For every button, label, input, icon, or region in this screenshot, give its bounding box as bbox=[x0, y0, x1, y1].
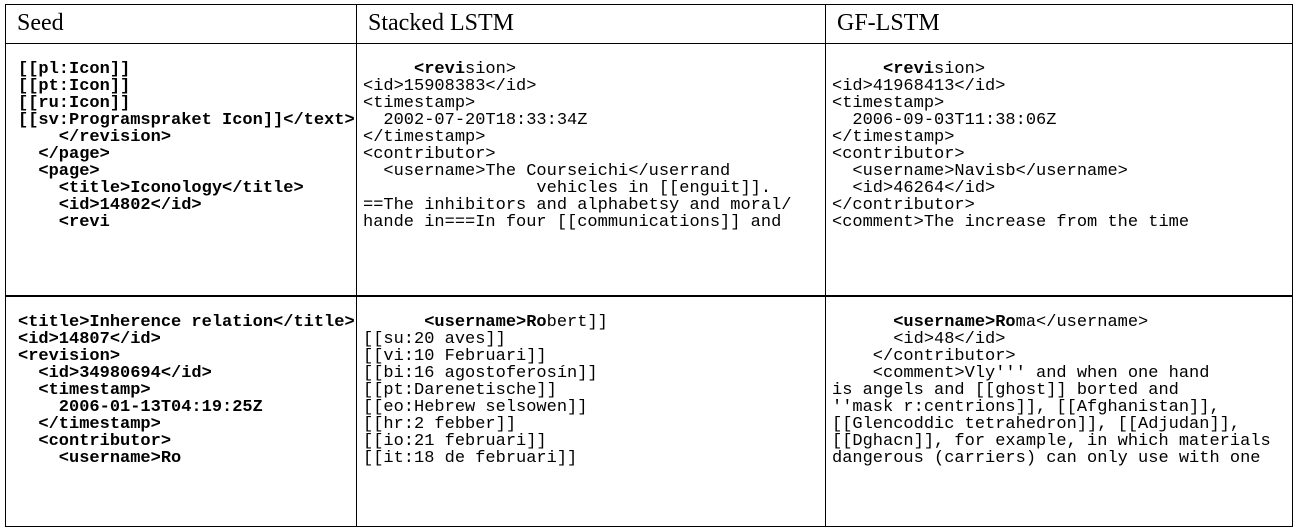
code-line: <username>The Courseichi</userrand bbox=[363, 162, 731, 181]
code-line: ''mask r:centrions]], [[Afghanistan]], bbox=[832, 398, 1220, 417]
code-line: </timestamp> bbox=[18, 415, 161, 434]
code-line: 2002-07-20T18:33:34Z bbox=[363, 111, 588, 130]
code-line: </timestamp> bbox=[363, 128, 486, 147]
code-line: 2006-09-03T11:38:06Z bbox=[832, 111, 1057, 130]
cell-row1-stacked-lstm: <revision><id>15908383</id><timestamp> 2… bbox=[356, 43, 825, 295]
cell-row2-stacked-lstm: <username>Robert]][[su:20 aves]][[vi:10 … bbox=[356, 295, 825, 526]
code-line: <id>14807</id> bbox=[18, 330, 161, 349]
code-line: <username>Navisb</username> bbox=[832, 162, 1128, 181]
code-line: [[hr:2 febber]] bbox=[363, 415, 517, 434]
cell-row2-seed: <title>Inherence relation</title><id>148… bbox=[6, 295, 356, 526]
code-line: </page> bbox=[18, 145, 110, 164]
code-line: <id>41968413</id> bbox=[832, 77, 1006, 96]
code-line: [[sv:Programspraket Icon]]</text> bbox=[18, 111, 355, 130]
code-line: [[vi:10 Februari]] bbox=[363, 347, 547, 366]
code-line: [[pl:Icon]] bbox=[18, 60, 131, 79]
code-line: <username>Robert]] bbox=[424, 313, 608, 332]
code-line: [[Dghacn]], for example, in which materi… bbox=[832, 432, 1271, 451]
code-line: hande in===In four [[communications]] an… bbox=[363, 213, 782, 232]
code-line: [[ru:Icon]] bbox=[18, 94, 131, 113]
code-line: <revision> bbox=[883, 60, 986, 79]
code-line: <page> bbox=[18, 162, 100, 181]
code-line: <timestamp> bbox=[18, 381, 151, 400]
code-line: <id>34980694</id> bbox=[18, 364, 212, 383]
code-line: <contributor> bbox=[832, 145, 965, 164]
code-line: [[eo:Hebrew selsowen]] bbox=[363, 398, 588, 417]
code-line: <title>Iconology</title> bbox=[18, 179, 304, 198]
code-line: [[io:21 februari]] bbox=[363, 432, 547, 451]
code-line: vehicles in [[enguit]]. bbox=[363, 179, 772, 198]
code-line: <id>46264</id> bbox=[832, 179, 996, 198]
code-line: <timestamp> bbox=[363, 94, 476, 113]
code-line: [[Glencoddic tetrahedron]], [[Adjudan]], bbox=[832, 415, 1241, 434]
code-line: <id>14802</id> bbox=[18, 196, 202, 215]
code-line: </contributor> bbox=[832, 196, 975, 215]
code-line: <revi bbox=[18, 213, 110, 232]
code-line: </contributor> bbox=[832, 347, 1016, 366]
code-line: is angels and [[ghost]] borted and bbox=[832, 381, 1179, 400]
code-line: <revision> bbox=[414, 60, 517, 79]
samples-table: Seed Stacked LSTM GF-LSTM [[pl:Icon]][[p… bbox=[5, 4, 1293, 527]
code-line: [[pt:Icon]] bbox=[18, 77, 131, 96]
code-line: 2006-01-13T04:19:25Z bbox=[18, 398, 263, 417]
code-line: </timestamp> bbox=[832, 128, 955, 147]
code-line: <comment>The increase from the time bbox=[832, 213, 1190, 232]
column-header-gf-lstm: GF-LSTM bbox=[825, 5, 1292, 43]
code-line: </revision> bbox=[18, 128, 172, 147]
code-line: <contributor> bbox=[18, 432, 172, 451]
code-line: dangerous (carriers) can only use with o… bbox=[832, 449, 1261, 468]
code-line: <comment>Vly''' and when one hand bbox=[832, 364, 1210, 383]
code-line: [[su:20 aves]] bbox=[363, 330, 506, 349]
code-line: <contributor> bbox=[363, 145, 496, 164]
cell-row2-gf-lstm: <username>Roma</username> <id>48</id> </… bbox=[825, 295, 1292, 526]
code-line: [[it:18 de februari]] bbox=[363, 449, 578, 468]
code-line: <timestamp> bbox=[832, 94, 945, 113]
column-header-stacked-lstm: Stacked LSTM bbox=[356, 5, 825, 43]
code-line: [[pt:Darenetische]] bbox=[363, 381, 557, 400]
code-line: <id>15908383</id> bbox=[363, 77, 537, 96]
code-line: <title>Inherence relation</title> bbox=[18, 313, 355, 332]
code-line: <username>Ro bbox=[18, 449, 182, 468]
code-line: [[bi:16 agostoferosín]] bbox=[363, 364, 598, 383]
code-line: ==The inhibitors and alphabetsy and mora… bbox=[363, 196, 792, 215]
code-line: <username>Roma</username> bbox=[893, 313, 1149, 332]
code-line: <revision> bbox=[18, 347, 121, 366]
code-line: <id>48</id> bbox=[832, 330, 1006, 349]
cell-row1-seed: [[pl:Icon]][[pt:Icon]][[ru:Icon]][[sv:Pr… bbox=[6, 43, 356, 295]
column-header-seed: Seed bbox=[17, 10, 64, 36]
cell-row1-gf-lstm: <revision><id>41968413</id><timestamp> 2… bbox=[825, 43, 1292, 295]
